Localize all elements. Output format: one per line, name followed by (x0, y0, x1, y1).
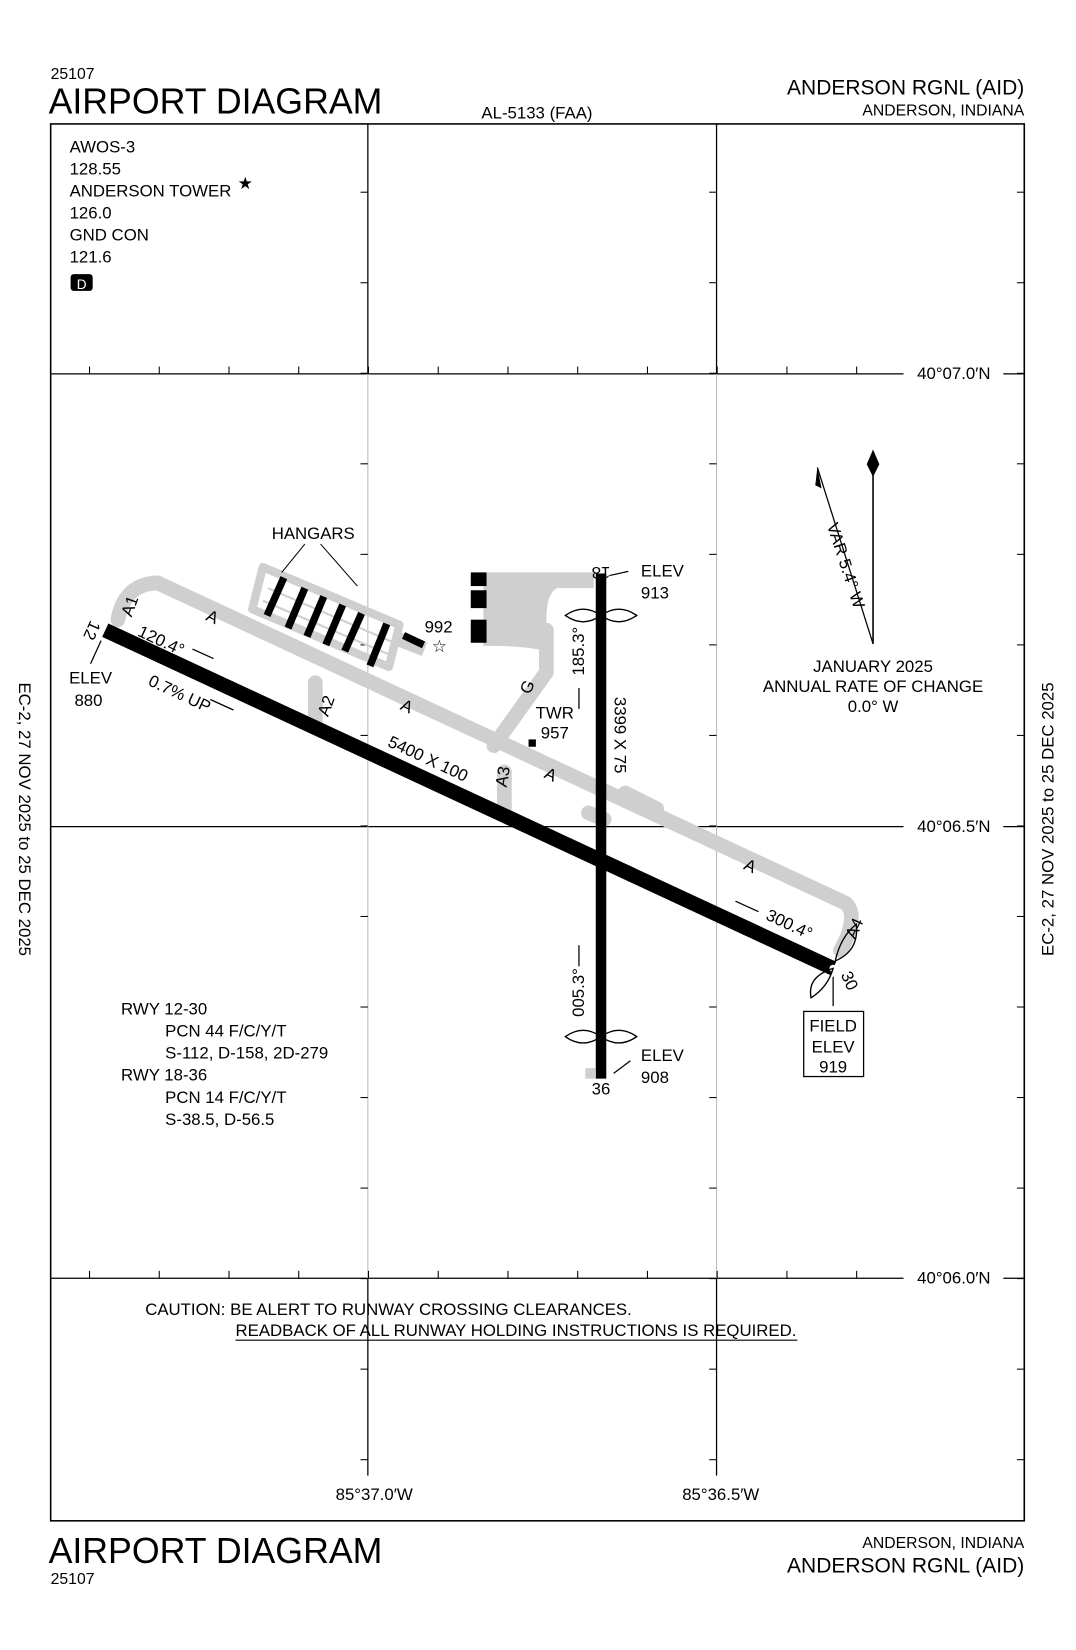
mag-rate-label: ANNUAL RATE OF CHANGE (763, 677, 983, 696)
rwy-12-elev: 880 (74, 691, 102, 710)
rwy-30-number: 30 (837, 968, 862, 993)
apron-buildings (470, 572, 487, 643)
footer-city-state: ANDERSON, INDIANA (862, 1535, 1024, 1552)
rwy-18-elev-label: ELEV (641, 562, 685, 581)
footer-airport-name: ANDERSON RGNL (AID) (787, 1554, 1024, 1577)
rwy-18-36-dimensions: 3399 X 75 (611, 697, 630, 774)
lat-top: 40°07.0′N (917, 364, 990, 383)
lat-bottom: 40°06.0′N (917, 1268, 990, 1287)
effective-dates-right: EC-2, 27 NOV 2025 to 25 DEC 2025 (1039, 682, 1058, 956)
pavement-line: S-38.5, D-56.5 (165, 1110, 274, 1129)
pavement-line: RWY 12-30 (121, 1000, 207, 1019)
lon-right: 85°36.5′W (682, 1485, 759, 1504)
mag-variation: VAR 5.4° W (823, 520, 868, 610)
mag-date: JANUARY 2025 (813, 657, 933, 676)
star-icon: ★ (238, 174, 253, 193)
city-state: ANDERSON, INDIANA (862, 103, 1024, 120)
comm-line: 121.6 (70, 248, 112, 267)
rwy-18-heading: 185.3° (569, 627, 588, 676)
lat-mid: 40°06.5′N (917, 817, 990, 836)
rwy-36-heading: 005.3° (569, 968, 588, 1017)
caution-line-2: READBACK OF ALL RUNWAY HOLDING INSTRUCTI… (236, 1321, 797, 1340)
rwy-18-elev: 913 (641, 584, 669, 603)
direction-arrows (90, 570, 834, 1074)
rwy-12-number: 12 (79, 618, 104, 643)
beacon-icon: ☆ (432, 637, 447, 656)
tower-elev: 957 (541, 723, 569, 742)
taxiway-label: A3 (492, 765, 514, 789)
north-arrow-icon (815, 449, 880, 645)
chart-id: AL-5133 (FAA) (481, 104, 592, 123)
mag-rate: 0.0° W (848, 697, 899, 716)
lon-left: 85°37.0′W (336, 1485, 413, 1504)
beacon-elev: 992 (425, 617, 453, 636)
comms-block: AWOS-3 128.55 ANDERSON TOWER ★ 126.0 GND… (70, 137, 253, 292)
hangars-arrows (281, 543, 358, 587)
datalink-badge-text: D (77, 277, 87, 292)
tower-icon (528, 739, 536, 747)
runway-12-30 (102, 623, 837, 976)
footer-title: AIRPORT DIAGRAM (49, 1531, 383, 1571)
lat-lon-grid (50, 123, 1025, 1476)
runway-36-blastpad (585, 1068, 596, 1079)
procedure-number: 25107 (51, 66, 95, 83)
comm-line: AWOS-3 (70, 137, 136, 156)
effective-dates-left: EC-2, 27 NOV 2025 to 25 DEC 2025 (15, 682, 34, 956)
field-elev-line: ELEV (812, 1037, 856, 1056)
rwy-18-number: 18 (592, 563, 611, 582)
chart-frame (49, 123, 1026, 1522)
field-elev-box (803, 1010, 865, 1078)
comm-line: ANDERSON TOWER (70, 181, 232, 200)
rwy-12-elev-label: ELEV (69, 669, 113, 688)
rwy-36-elev-label: ELEV (641, 1046, 685, 1065)
comm-line: 128.55 (70, 159, 121, 178)
footer-procedure-number: 25107 (51, 1571, 95, 1588)
rwy-36-elev: 908 (641, 1068, 669, 1087)
comm-line: 126.0 (70, 203, 112, 222)
airport-name: ANDERSON RGNL (AID) (787, 77, 1024, 100)
pavement-line: RWY 18-36 (121, 1066, 207, 1085)
tower-label: TWR (536, 703, 574, 722)
pavement-line: PCN 14 F/C/Y/T (165, 1088, 286, 1107)
pavement-line: PCN 44 F/C/Y/T (165, 1022, 286, 1041)
caution-line-1: CAUTION: BE ALERT TO RUNWAY CROSSING CLE… (145, 1300, 632, 1319)
comm-line: GND CON (70, 226, 149, 245)
rwy-36-number: 36 (592, 1079, 611, 1098)
pavement-line: S-112, D-158, 2D-279 (165, 1044, 328, 1063)
datalink-badge (70, 274, 93, 291)
chart-title: AIRPORT DIAGRAM (49, 81, 383, 121)
approach-lights-icon (564, 608, 858, 1044)
field-elev-line: FIELD (809, 1016, 857, 1035)
field-elev-line: 919 (819, 1057, 847, 1076)
hangars-label: HANGARS (272, 524, 355, 543)
hangar-buildings (263, 576, 426, 668)
